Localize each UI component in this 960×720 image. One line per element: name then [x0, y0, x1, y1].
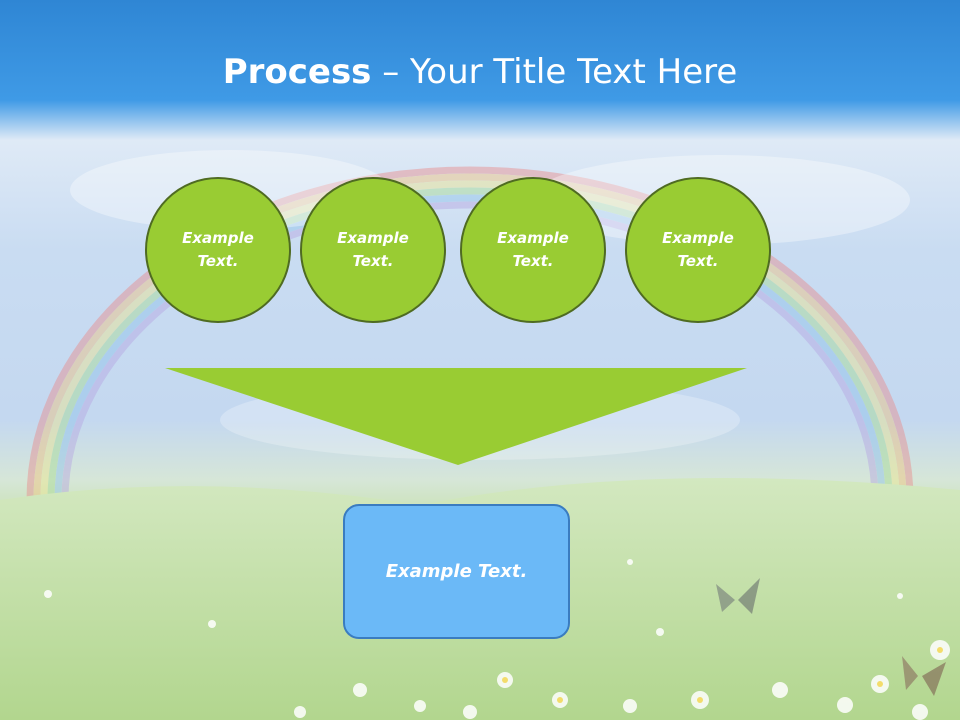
funnel-triangle	[165, 368, 747, 465]
step-text: Example Text.	[662, 229, 734, 270]
butterfly-icon	[716, 578, 760, 614]
result-text: Example Text.	[385, 561, 528, 582]
process-step-circle: Example Text.	[145, 177, 291, 323]
title-bold: Process	[222, 52, 372, 92]
title-rest: – Your Title Text Here	[371, 52, 738, 92]
rainbow	[26, 166, 914, 501]
process-step-circle: Example Text.	[300, 177, 446, 323]
process-step-circle: Example Text.	[460, 177, 606, 323]
process-step-circle: Example Text.	[625, 177, 771, 323]
step-text: Example Text.	[337, 229, 409, 270]
slide-title: Process – Your Title Text Here	[0, 52, 960, 92]
step-text: Example Text.	[497, 229, 569, 270]
result-box: Example Text.	[343, 504, 570, 639]
step-text: Example Text.	[182, 229, 254, 270]
